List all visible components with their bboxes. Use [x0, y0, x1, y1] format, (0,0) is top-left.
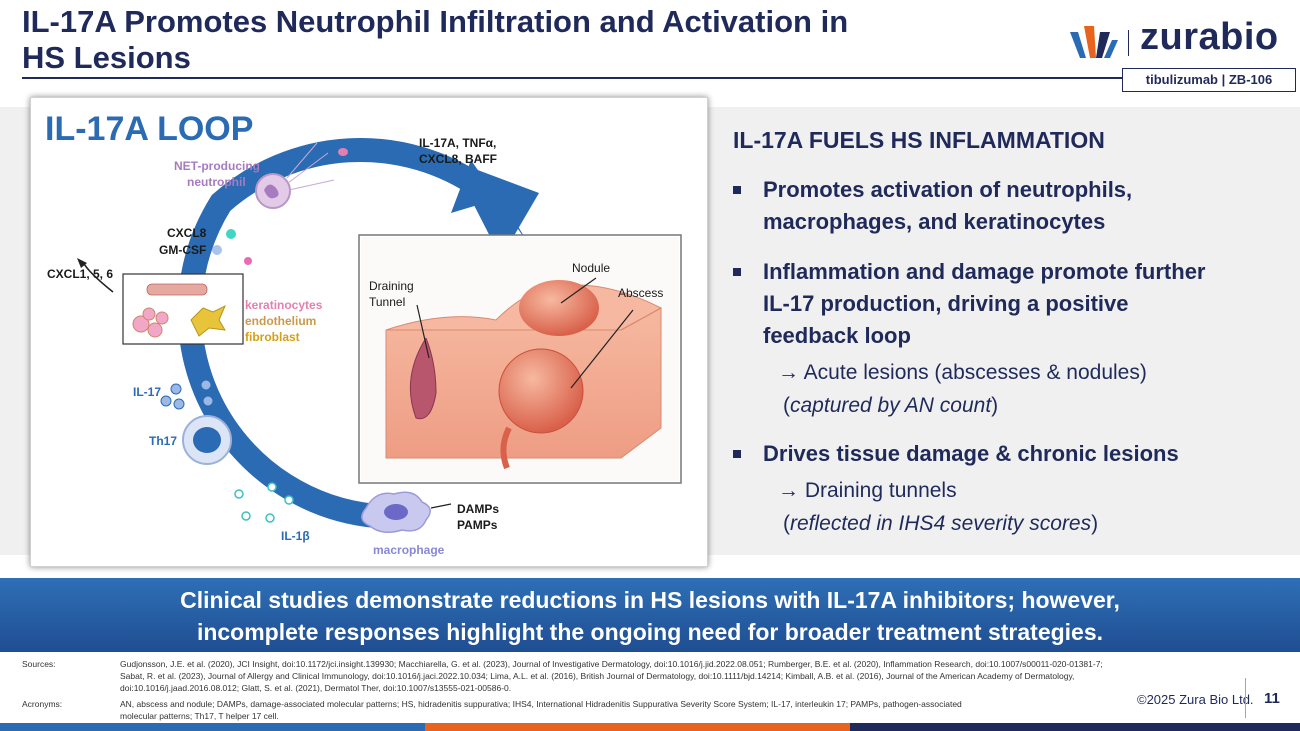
label-il17: IL-17: [133, 385, 162, 399]
bullet-3-sub-a: → Draining tunnels: [778, 479, 957, 502]
label-cxcl8: CXCL8: [167, 226, 207, 240]
label-net-neutrophil-1: NET-producing: [174, 159, 260, 173]
label-th17: Th17: [149, 434, 178, 448]
sources-label: Sources:: [22, 659, 56, 669]
right-heading: IL-17A FUELS HS INFLAMMATION: [733, 127, 1105, 153]
label-damps: DAMPs: [457, 502, 500, 516]
label-fibroblast: fibroblast: [245, 330, 300, 344]
label-gmcsf: GM-CSF: [159, 243, 207, 257]
label-macrophage: macrophage: [373, 543, 445, 557]
label-cxcl156: CXCL1, 5, 6: [47, 267, 114, 281]
label-endothelium: endothelium: [245, 314, 317, 328]
bullet-2-sub-b: (captured by AN count): [783, 394, 999, 417]
label-net-neutrophil-2: neutrophil: [187, 175, 246, 189]
title-rule: [22, 77, 1122, 79]
abscess-icon: [498, 348, 584, 434]
sources-text: Gudjonsson, J.E. et al. (2020), JCI Insi…: [120, 659, 1103, 693]
bullet-square-icon: [733, 186, 741, 194]
bullet-2-line-2: IL-17 production, driving a positive: [763, 291, 1129, 316]
loop-title: IL-17A LOOP: [45, 110, 254, 148]
nodule-icon: [519, 280, 599, 336]
label-abscess: Abscess: [618, 286, 664, 300]
label-draining-2: Tunnel: [369, 295, 406, 309]
label-keratinocytes: keratinocytes: [245, 298, 323, 312]
label-il17a-tnfa: IL-17A, TNFα,: [419, 136, 497, 150]
bullet-1-line-1: Promotes activation of neutrophils,: [763, 177, 1133, 202]
title-line-2: HS Lesions: [22, 40, 191, 75]
bullet-3-sub-b: (reflected in IHS4 severity scores): [783, 512, 1099, 535]
label-draining-1: Draining: [369, 279, 414, 293]
loop-diagram-graphic: [77, 137, 682, 533]
conclusion-banner: [0, 578, 1300, 652]
bullet-square-icon: [733, 268, 741, 276]
draining-tunnel-icon: [409, 337, 437, 420]
bullet-2-line-1: Inflammation and damage promote further: [763, 259, 1206, 284]
bullet-square-icon: [733, 450, 741, 458]
bottom-color-bar: [0, 723, 1300, 731]
label-il1b: IL-1β: [281, 529, 310, 543]
logo-text: zurabio: [1140, 16, 1279, 58]
conclusion-text: Clinical studies demonstrate reductions …: [0, 584, 1300, 648]
acronyms-label: Acronyms:: [22, 699, 63, 709]
slide-title: IL-17A Promotes Neutrophil Infiltration …: [22, 4, 1022, 76]
bullet-2-sub-a: → Acute lesions (abscesses & nodules): [778, 361, 1147, 384]
title-line-1: IL-17A Promotes Neutrophil Infiltration …: [22, 4, 849, 39]
loop-arc: [177, 137, 488, 528]
bullet-3-line-1: Drives tissue damage & chronic lesions: [763, 441, 1179, 466]
bullet-2-line-3: feedback loop: [763, 323, 911, 348]
page-number: 11: [1264, 690, 1280, 707]
label-pamps: PAMPs: [457, 518, 498, 532]
label-nodule: Nodule: [572, 261, 611, 275]
il17a-loop-figure: IL-17A LOOP IL-17A, TNFα, CXCL8, BAFF NE…: [30, 97, 708, 567]
zurabio-logo-icon: [1070, 26, 1118, 58]
acronyms-text: AN, abscess and nodule; DAMPs, damage-as…: [120, 699, 962, 721]
label-cxcl8-baff: CXCL8, BAFF: [419, 152, 497, 166]
page-divider: [1245, 678, 1246, 718]
product-tagline: tibulizumab | ZB-106: [1122, 68, 1296, 92]
conclusion-line-1: Clinical studies demonstrate reductions …: [180, 587, 1120, 613]
logo-divider: [1128, 30, 1129, 56]
bullet-1-line-2: macrophages, and keratinocytes: [763, 209, 1106, 234]
copyright: ©2025 Zura Bio Ltd.: [1137, 692, 1254, 707]
conclusion-line-2: incomplete responses highlight the ongoi…: [196, 619, 1104, 645]
